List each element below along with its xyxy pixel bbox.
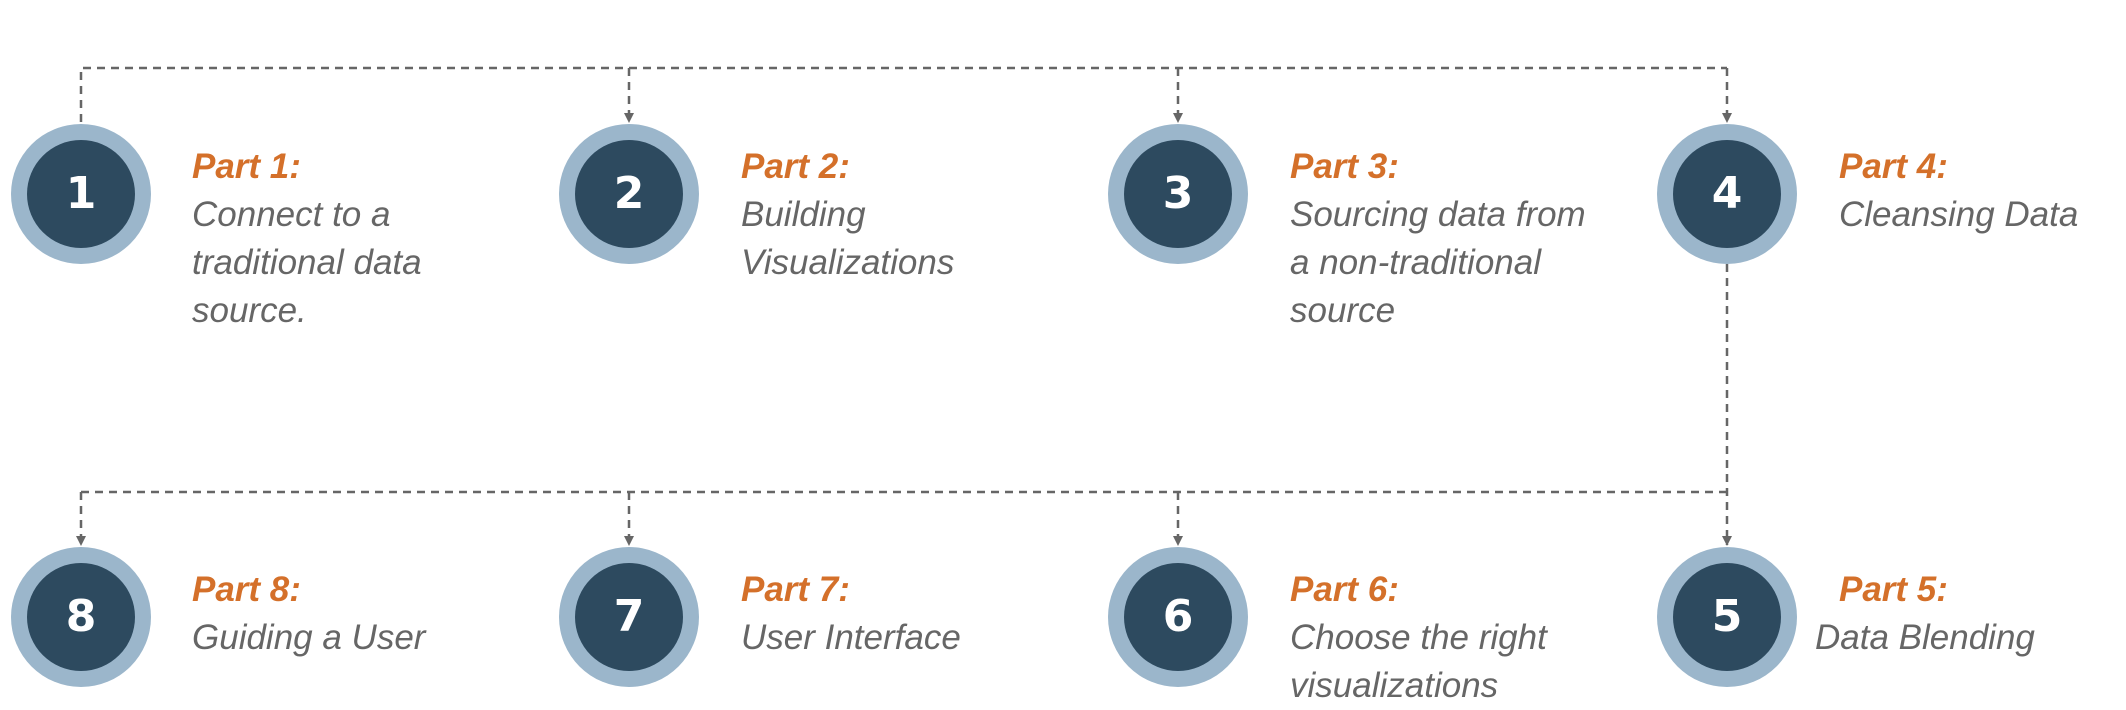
step-4-description: Cleansing Data: [1839, 195, 2079, 234]
step-7-circle: 7: [559, 547, 699, 687]
step-7-label: Part 7:: [741, 570, 850, 609]
step-1-label: Part 1:: [192, 147, 301, 186]
step-3-text: Part 3: Sourcing data from a non-traditi…: [1290, 143, 1650, 335]
step-4-number: 4: [1673, 140, 1781, 248]
step-6-label: Part 6:: [1290, 570, 1399, 609]
step-6-number: 6: [1124, 563, 1232, 671]
step-8-text: Part 8: Guiding a User: [192, 566, 552, 662]
connector-line-top: [79, 66, 1727, 122]
step-1-number: 1: [27, 140, 135, 248]
step-2-label: Part 2:: [741, 147, 850, 186]
step-6-description: Choose the right visualizations: [1290, 618, 1547, 705]
step-3-circle: 3: [1108, 124, 1248, 264]
step-5-number: 5: [1673, 563, 1781, 671]
step-5-label: Part 5:: [1839, 570, 1948, 609]
step-7-description: User Interface: [741, 618, 961, 657]
step-2-circle: 2: [559, 124, 699, 264]
step-5-description: Data Blending: [1815, 618, 2035, 657]
step-8-circle: 8: [11, 547, 151, 687]
step-1-text: Part 1: Connect to a traditional data so…: [192, 143, 552, 335]
step-7-text: Part 7: User Interface: [741, 566, 1101, 662]
step-6-circle: 6: [1108, 547, 1248, 687]
step-3-label: Part 3:: [1290, 147, 1399, 186]
step-3-number: 3: [1124, 140, 1232, 248]
step-4-text: Part 4: Cleansing Data: [1839, 143, 2119, 239]
step-2-text: Part 2: Building Visualizations: [741, 143, 1101, 287]
step-5-circle: 5: [1657, 547, 1797, 687]
step-6-text: Part 6: Choose the right visualizations: [1290, 566, 1650, 710]
step-2-description: Building Visualizations: [741, 195, 955, 282]
step-3-description: Sourcing data from a non-traditional sou…: [1290, 195, 1586, 330]
step-4-circle: 4: [1657, 124, 1797, 264]
step-8-number: 8: [27, 563, 135, 671]
step-8-description: Guiding a User: [192, 618, 426, 657]
step-2-number: 2: [575, 140, 683, 248]
step-7-number: 7: [575, 563, 683, 671]
step-4-label: Part 4:: [1839, 147, 1948, 186]
step-1-circle: 1: [11, 124, 151, 264]
step-8-label: Part 8:: [192, 570, 301, 609]
step-1-description: Connect to a traditional data source.: [192, 195, 422, 330]
step-5-text: Part 5: Data Blending: [1815, 566, 2115, 662]
